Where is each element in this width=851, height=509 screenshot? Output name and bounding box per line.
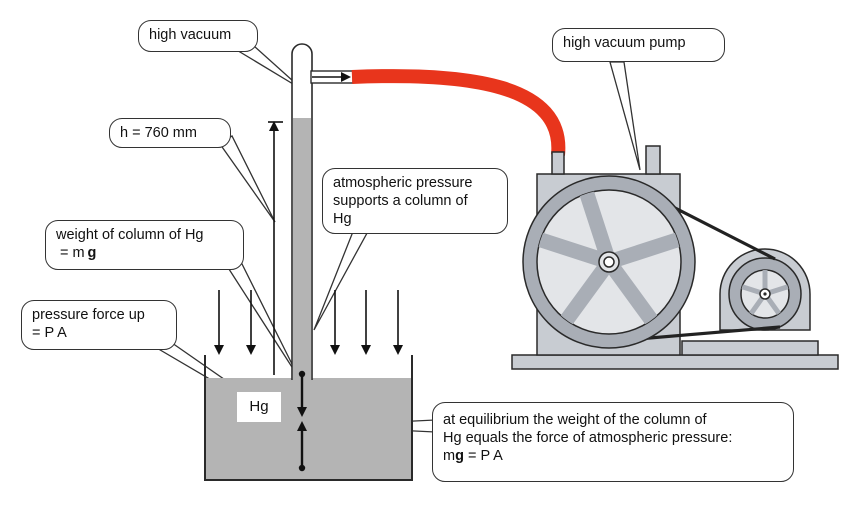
pump-baseplate (511, 354, 839, 370)
equilibrium-line-2: Hg equals the force of atmospheric press… (443, 430, 733, 446)
callout-weight: weight of column of Hg = m g (45, 220, 244, 270)
callout-height: h = 760 mm (109, 118, 231, 148)
force-arrows (297, 370, 307, 472)
pump-outlet (645, 145, 661, 175)
weight-line-1: weight of column of Hg (56, 227, 204, 243)
callout-high-vacuum: high vacuum (138, 20, 258, 52)
callout-atmospheric: atmospheric pressure supports a column o… (322, 168, 508, 234)
motor-base (681, 340, 819, 356)
vacuum-pump (511, 145, 839, 370)
atmospheric-line-3: Hg (333, 211, 352, 227)
vacuum-hose (351, 69, 566, 156)
equilibrium-formula-g: g (455, 448, 464, 464)
atmospheric-arrows (214, 290, 403, 355)
height-dimension (268, 121, 283, 375)
weight-formula-m: = m (60, 245, 85, 261)
equilibrium-formula-rest: = P A (463, 448, 503, 464)
equilibrium-formula-m: m (443, 448, 456, 464)
pressure-line-2: = P A (32, 325, 67, 341)
mercury-basin (204, 355, 413, 481)
pump-label: high vacuum pump (563, 35, 686, 51)
high-vacuum-label: high vacuum (149, 27, 232, 43)
callout-equilibrium: at equilibrium the weight of the column … (432, 402, 794, 482)
equilibrium-line-1: at equilibrium the weight of the column … (443, 412, 707, 428)
atmospheric-line-1: atmospheric pressure (333, 175, 473, 191)
basin-walls (204, 355, 413, 481)
mercury-label: Hg (237, 392, 281, 422)
leader-atmospheric (313, 223, 374, 331)
weight-line-2: = m g (56, 244, 233, 262)
equilibrium-line-3: mg = P A (443, 447, 783, 465)
callout-pump: high vacuum pump (552, 28, 725, 62)
callout-pressure: pressure force up = P A (21, 300, 177, 350)
leader-weight (226, 259, 300, 379)
leader-height (219, 135, 276, 223)
height-label: h = 760 mm (120, 125, 197, 141)
atmospheric-line-2: supports a column of (333, 193, 468, 209)
mercury-column (293, 118, 311, 380)
weight-formula-g: g (87, 245, 97, 261)
pressure-line-1: pressure force up (32, 307, 145, 323)
pump-inlet (551, 151, 565, 175)
leader-pump (609, 61, 641, 171)
